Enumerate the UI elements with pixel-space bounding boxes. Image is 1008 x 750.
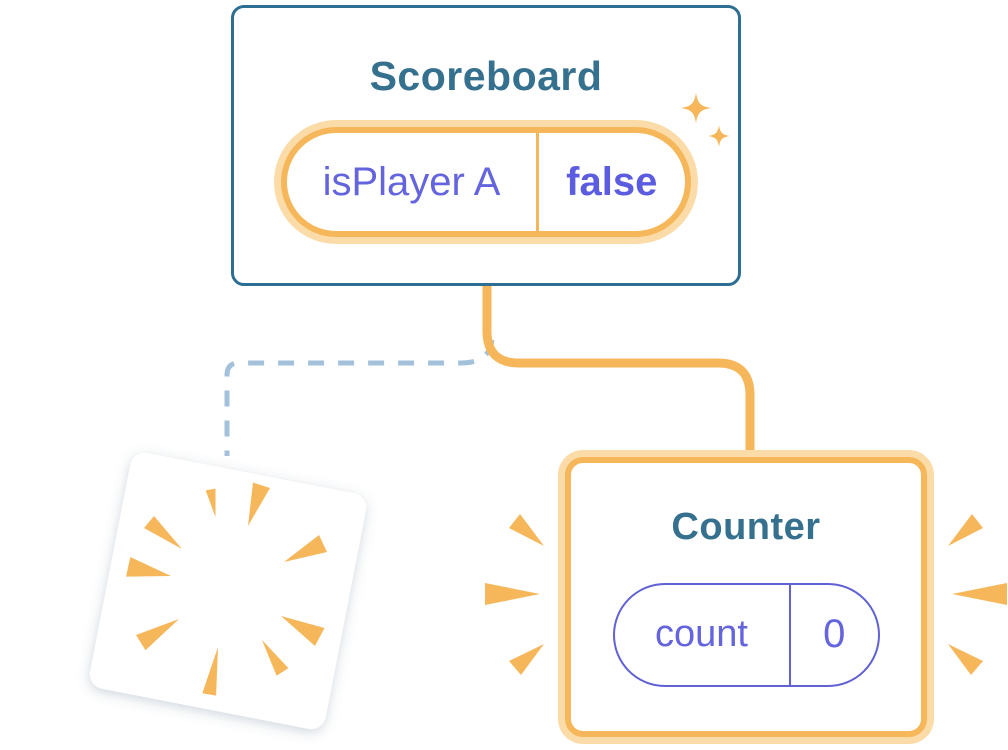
emphasis-burst-right-icon: [948, 514, 1007, 675]
counter-state-pill: count 0: [612, 582, 880, 687]
poof-burst-icon: [126, 482, 327, 696]
dashed-connector: [224, 339, 495, 456]
pill-divider: [788, 584, 791, 685]
emphasis-burst-left-icon: [485, 514, 544, 675]
scoreboard-title: Scoreboard: [369, 52, 603, 99]
counter-node: Counter count 0: [565, 457, 927, 737]
scoreboard-node: Scoreboard isPlayer A false: [231, 5, 741, 286]
state-key: isPlayer A: [322, 159, 501, 204]
scoreboard-state-pill: isPlayer A false: [281, 127, 691, 238]
state-value: false: [566, 159, 658, 204]
solid-connector: [482, 284, 755, 455]
pill-divider: [536, 133, 539, 232]
state-key: count: [655, 613, 748, 656]
state-value: 0: [823, 612, 846, 657]
removed-card: [89, 452, 367, 730]
counter-title: Counter: [671, 506, 821, 549]
